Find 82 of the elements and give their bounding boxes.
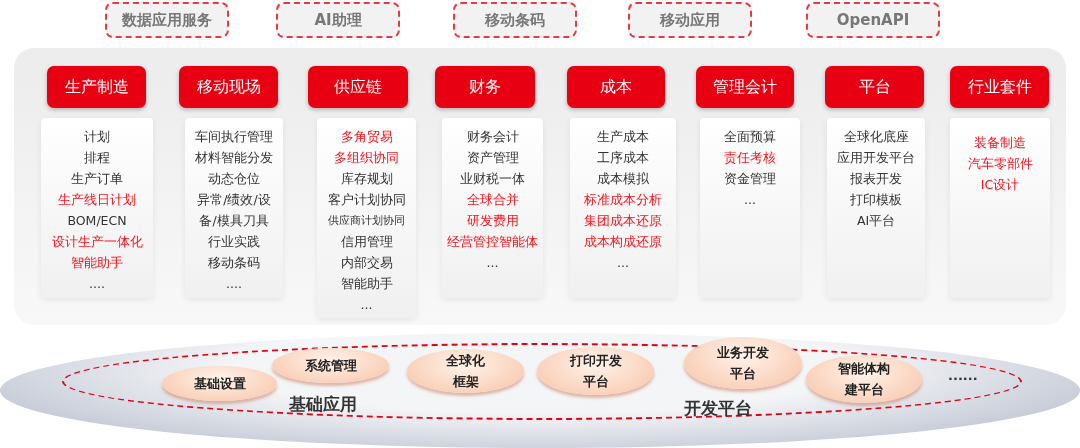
module-header: 供应链 — [308, 66, 408, 108]
module-item: 汽车零部件 — [966, 155, 1034, 173]
module-header: 生产制造 — [47, 66, 146, 108]
module-item: 多组织协同 — [333, 149, 400, 167]
module-item: 资产管理 — [465, 149, 520, 167]
module-item: .... — [225, 275, 243, 293]
module-item: ... — [485, 254, 500, 272]
platform-ellipse — [0, 333, 1080, 448]
module-item: 内部交易 — [339, 254, 394, 272]
module-item: 生产线日计划 — [57, 191, 137, 209]
module-item: 经营管控智能体 — [446, 233, 539, 251]
module-list-card — [185, 118, 283, 298]
module-list-card — [950, 118, 1050, 298]
module-item: 材料智能分发 — [194, 149, 274, 167]
layer-title: 基础应用 — [289, 393, 357, 416]
module-item: 客户计划协同 — [326, 191, 407, 209]
module-item: 财务会计 — [465, 128, 520, 146]
module-item: 全球化底座 — [842, 128, 910, 146]
service-tag: OpenAPI — [806, 2, 940, 38]
module-item: 责任考核 — [723, 149, 777, 167]
ellipsis-text: ...... — [948, 368, 978, 383]
service-tag: 数据应用服务 — [105, 2, 229, 38]
module-item: 全球合并 — [465, 191, 520, 209]
module-item: 研发费用 — [465, 212, 520, 230]
module-list-card — [700, 118, 800, 298]
module-item: IC设计 — [979, 176, 1021, 194]
module-item: 异常/绩效/设备/模具刀具 — [196, 191, 272, 230]
module-item: 库存规划 — [339, 170, 394, 188]
module-item: 设计生产一体化 — [50, 233, 144, 251]
module-item: ... — [359, 296, 374, 314]
module-item: 移动条码 — [207, 254, 261, 272]
module-item: 智能助手 — [339, 275, 394, 293]
module-item: BOM/ECN — [66, 212, 128, 230]
module-item: 供应商计划协同 — [327, 213, 406, 228]
module-item: 行业实践 — [207, 233, 261, 251]
module-header: 移动现场 — [179, 66, 278, 108]
module-item: 报表开发 — [849, 170, 903, 188]
module-list-card — [442, 118, 543, 298]
module-item: 车间执行管理 — [194, 128, 274, 146]
module-item: 全面预算 — [723, 128, 777, 146]
module-item: ... — [616, 254, 630, 272]
module-header: 管理会计 — [696, 66, 794, 108]
module-item: 排程 — [83, 149, 111, 167]
module-item: 计划 — [83, 128, 111, 146]
module-item: 智能助手 — [70, 254, 124, 272]
module-header: 平台 — [825, 66, 924, 108]
module-list-card — [827, 118, 925, 298]
module-item: 标准成本分析 — [583, 191, 663, 209]
platform-oval: 全球化框架 — [407, 349, 524, 393]
module-item: 成本模拟 — [596, 170, 650, 188]
module-item: 生产订单 — [70, 170, 124, 188]
module-item: ... — [743, 191, 757, 209]
module-list-card — [317, 118, 416, 318]
module-item: 应用开发平台 — [836, 149, 916, 167]
module-item: 生产成本 — [596, 128, 650, 146]
module-header: 成本 — [567, 66, 665, 108]
platform-oval: 智能体构建平台 — [806, 355, 922, 403]
module-header: 财务 — [435, 66, 535, 108]
module-item: 集团成本还原 — [583, 212, 663, 230]
module-item: 业财税一体 — [459, 170, 526, 188]
layer-title: 开发平台 — [684, 397, 752, 420]
module-item: AI平台 — [855, 212, 897, 230]
module-list-card — [570, 118, 676, 298]
service-tag: 移动条码 — [453, 2, 577, 38]
module-item: 信用管理 — [339, 233, 394, 251]
module-item: 打印模板 — [849, 191, 903, 209]
platform-oval: 打印开发平台 — [537, 347, 654, 395]
module-item: 成本构成还原 — [583, 233, 663, 251]
module-item: 多角贸易 — [339, 128, 394, 146]
platform-oval: 业务开发平台 — [684, 337, 802, 389]
module-panel — [14, 48, 1066, 325]
module-list-card — [41, 118, 153, 298]
module-header: 行业套件 — [950, 66, 1049, 108]
platform-oval: 系统管理 — [272, 348, 389, 383]
module-item: 装备制造 — [973, 134, 1027, 152]
module-item: .... — [88, 275, 106, 293]
service-tag: 移动应用 — [628, 2, 752, 38]
service-tag: AI助理 — [276, 2, 400, 38]
module-item: 工序成本 — [596, 149, 650, 167]
platform-oval: 基础设置 — [162, 366, 277, 401]
module-item: 动态仓位 — [207, 170, 261, 188]
module-item: 资金管理 — [723, 170, 777, 188]
